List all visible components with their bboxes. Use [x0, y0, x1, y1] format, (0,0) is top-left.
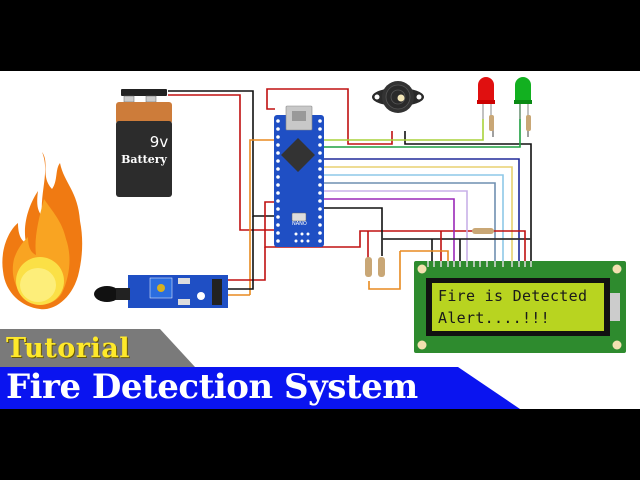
wire-sensor-gnd [226, 216, 254, 290]
title-banner [0, 367, 520, 409]
green-led [514, 77, 532, 131]
flame-sensor [94, 275, 228, 308]
wire-red-led [322, 119, 484, 141]
lcd-screen [432, 283, 604, 331]
circuit-diagram [0, 77, 626, 409]
wire-pot [322, 207, 383, 256]
page-title: Fire Detection System [6, 367, 418, 407]
nano-label: NANO [292, 221, 307, 227]
wires [168, 88, 532, 296]
reset-button [291, 212, 307, 222]
battery-voltage: 9v [149, 133, 169, 151]
wire-lcd-d5 [322, 174, 504, 265]
contrast-resistor-1 [365, 257, 372, 277]
arduino-nano [274, 105, 324, 247]
wire-lcd-d4 [322, 182, 496, 265]
buzzer [372, 81, 424, 113]
microchip [281, 138, 315, 172]
tutorial-label: Tutorial [6, 333, 130, 364]
red-led [477, 77, 495, 131]
lcd-line-2: Alert....!!! [438, 309, 550, 327]
wire-sensor-vcc [226, 247, 266, 281]
contrast-resistor-2 [378, 257, 385, 277]
pin-header [212, 279, 222, 305]
lcd-line-1: Fire is Detected [438, 287, 588, 305]
lcd-backlight-resistor [472, 228, 494, 234]
lcd-display [414, 261, 626, 353]
wire-buzzer-pos [266, 88, 393, 145]
tutorial-banner [0, 329, 195, 367]
green-led-resistor [526, 115, 531, 131]
wire-battery-gnd [168, 90, 275, 217]
red-led-resistor [489, 115, 494, 131]
diagram-canvas: 9v Battery NANO Fire is Detected Alert..… [0, 71, 640, 409]
battery-label: Battery [121, 153, 167, 166]
fire-icon [2, 152, 83, 310]
wire-lcd-d7 [322, 158, 520, 265]
wire-lcd-e [322, 190, 468, 265]
wire-gnd-bus [404, 131, 532, 264]
ir-receiver [94, 286, 120, 302]
battery [116, 89, 172, 197]
wire-lcd-d6 [322, 166, 513, 265]
wire-sensor-signal [249, 139, 278, 295]
wire-battery-vin [168, 94, 275, 231]
wire-lcd-rs [322, 198, 455, 265]
